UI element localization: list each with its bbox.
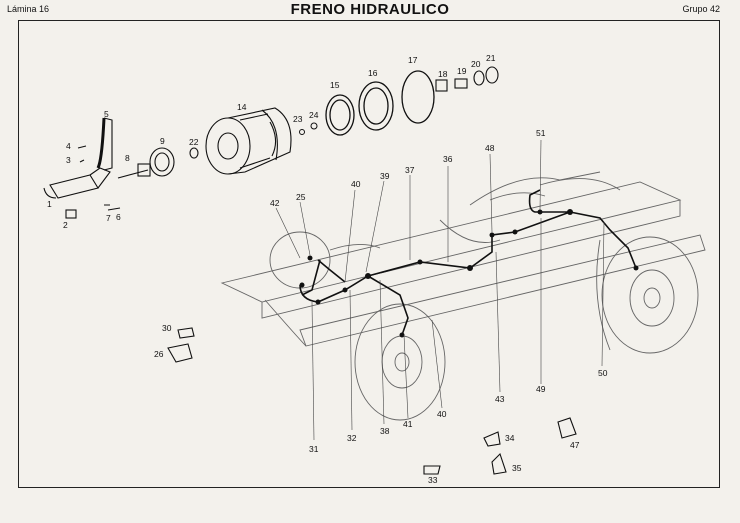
- part-label-51: 51: [536, 128, 546, 138]
- part-labels: 1 2 3 4 5 6 7 8 9 14 15 16 17 18 19 20 2…: [47, 53, 608, 485]
- part-label-5: 5: [104, 109, 109, 119]
- brake-pipes: [299, 189, 637, 336]
- part-label-48: 48: [485, 143, 495, 153]
- part-label-33: 33: [428, 475, 438, 485]
- part-label-47: 47: [570, 440, 580, 450]
- part-label-15: 15: [330, 80, 340, 90]
- part-label-6: 6: [116, 212, 121, 222]
- part-label-41: 41: [403, 419, 413, 429]
- part-label-36: 36: [443, 154, 453, 164]
- part-label-49: 49: [536, 384, 546, 394]
- master-cylinder-group: [43, 117, 199, 219]
- seals-23-24: [299, 122, 318, 135]
- part-label-16: 16: [368, 68, 378, 78]
- part-label-3: 3: [66, 155, 71, 165]
- part-label-7: 7: [106, 213, 111, 223]
- part-label-43: 43: [495, 394, 505, 404]
- wheel-front: [269, 178, 621, 289]
- wheel-rear-left: [354, 303, 446, 421]
- part-label-8: 8: [125, 153, 130, 163]
- brake-servo-14: [205, 107, 292, 175]
- part-label-17: 17: [408, 55, 418, 65]
- part-label-9: 9: [160, 136, 165, 146]
- rings-15-16-17: [325, 70, 435, 136]
- part-label-35: 35: [512, 463, 522, 473]
- part-label-22: 22: [189, 137, 199, 147]
- parts-18-21: [435, 66, 499, 92]
- part-label-4: 4: [66, 141, 71, 151]
- part-label-31: 31: [309, 444, 319, 454]
- page-title: FRENO HIDRAULICO: [290, 1, 450, 18]
- page-header: Lámina 16 FRENO HIDRAULICO Grupo 42: [0, 0, 740, 22]
- leader-lines: [275, 139, 605, 441]
- part-label-37: 37: [405, 165, 415, 175]
- drawing-frame: [18, 20, 720, 488]
- part-label-38: 38: [380, 426, 390, 436]
- part-label-26: 26: [154, 349, 164, 359]
- group-number: Grupo 42: [682, 4, 720, 14]
- part-label-40-top: 40: [351, 179, 361, 189]
- part-label-14: 14: [237, 102, 247, 112]
- part-label-32: 32: [347, 433, 357, 443]
- part-label-50: 50: [598, 368, 608, 378]
- part-label-19: 19: [457, 66, 467, 76]
- part-label-1: 1: [47, 199, 52, 209]
- part-label-2: 2: [63, 220, 68, 230]
- wheel-rear-right: [596, 236, 699, 354]
- part-label-24: 24: [309, 110, 319, 120]
- brackets: [167, 327, 577, 475]
- part-label-42: 42: [270, 198, 280, 208]
- part-label-34: 34: [505, 433, 515, 443]
- part-label-40-bottom: 40: [437, 409, 447, 419]
- part-label-25: 25: [296, 192, 306, 202]
- part-label-39: 39: [380, 171, 390, 181]
- part-label-23: 23: [293, 114, 303, 124]
- part-label-21: 21: [486, 53, 496, 63]
- part-label-18: 18: [438, 69, 448, 79]
- part-label-30: 30: [162, 323, 172, 333]
- part-label-20: 20: [471, 59, 481, 69]
- plate-number: Lámina 16: [7, 4, 50, 14]
- pipe-fittings: [299, 209, 639, 338]
